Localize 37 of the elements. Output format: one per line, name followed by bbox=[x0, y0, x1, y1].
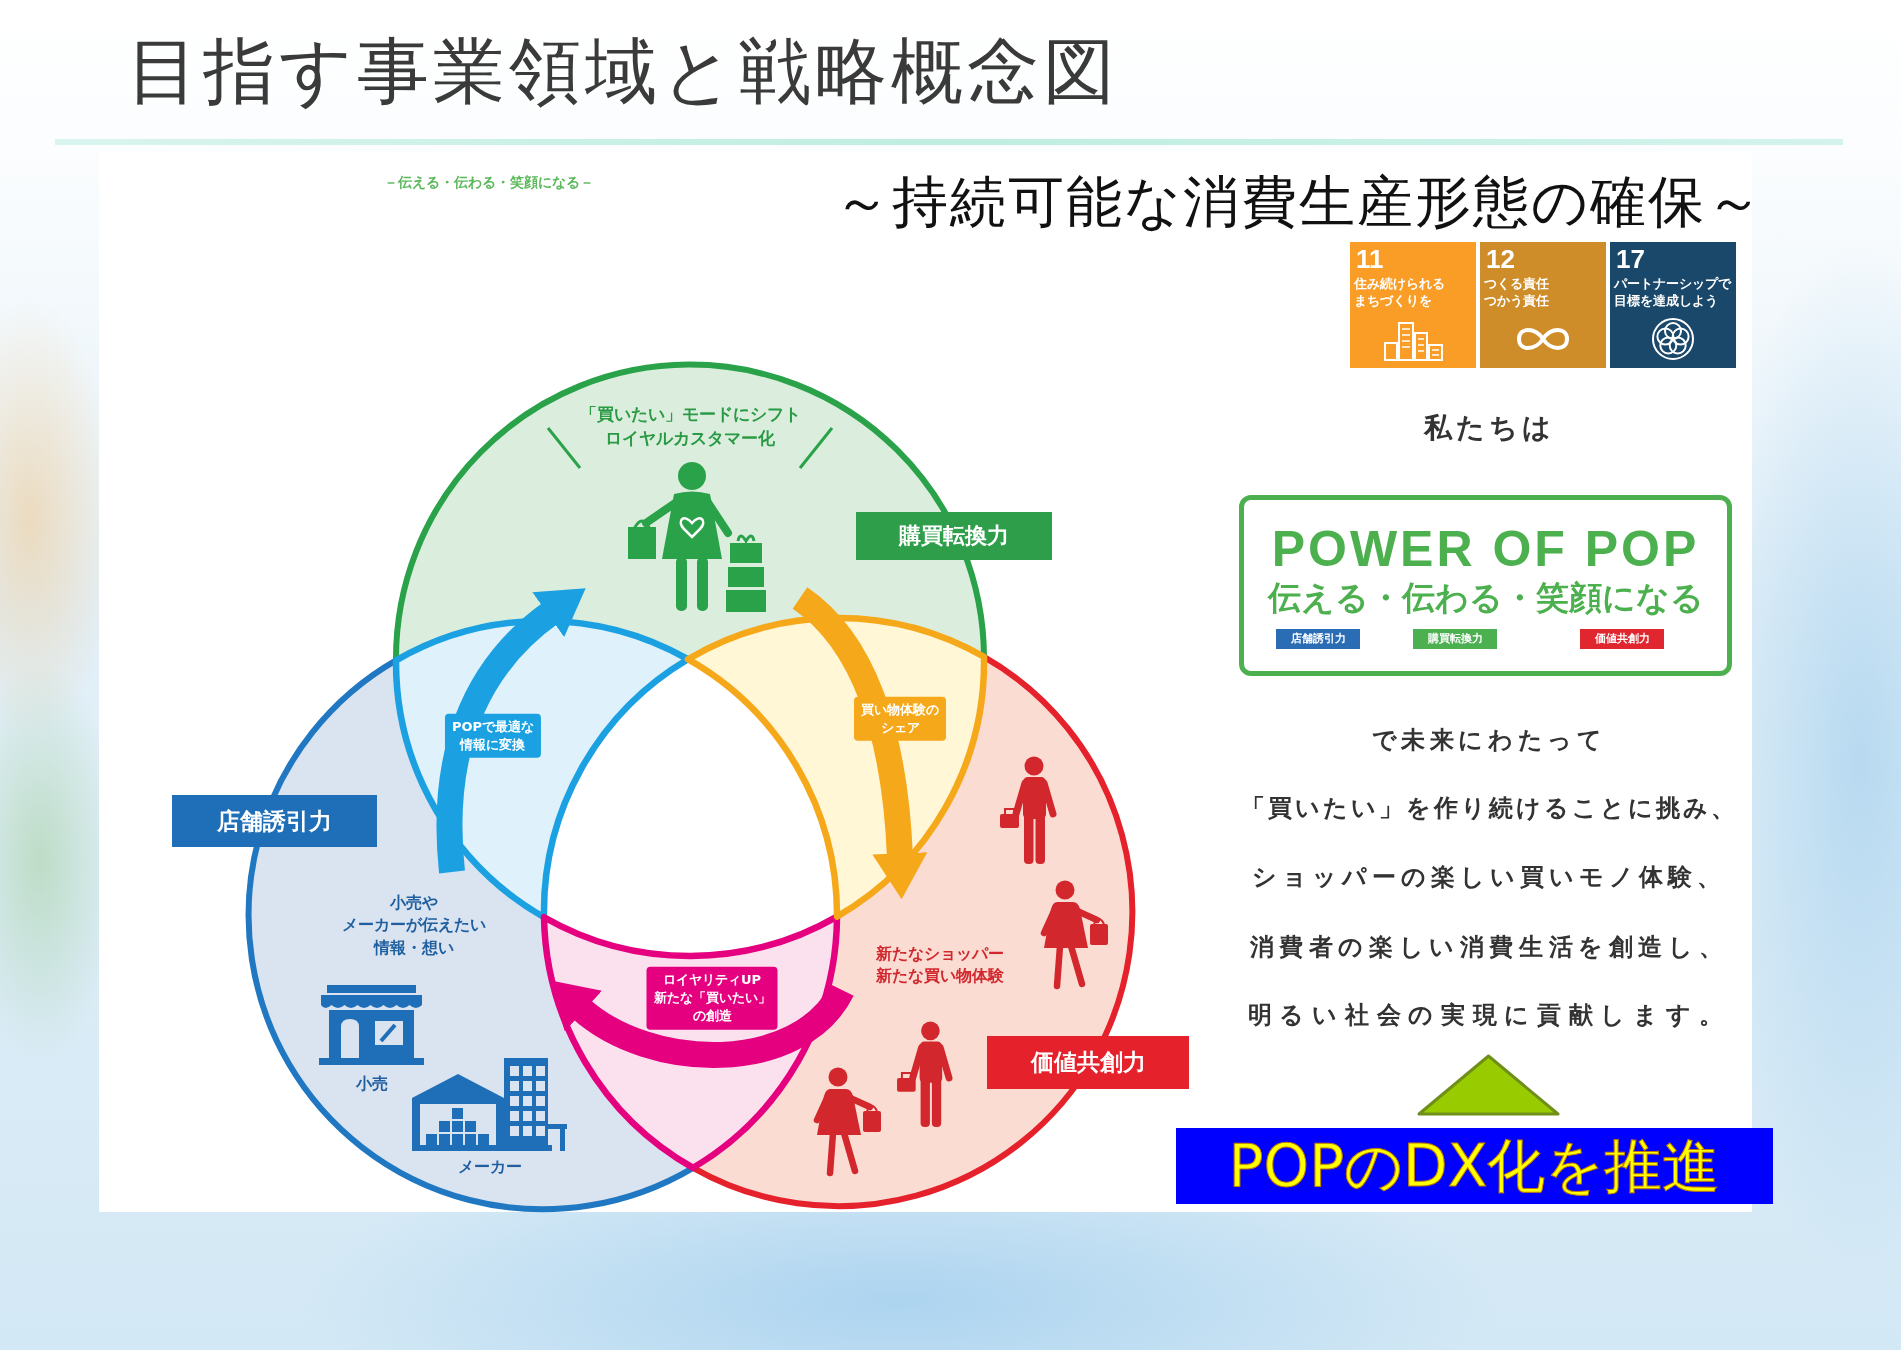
circle-text: 「買いたい」モードにシフトロイヤルカスタマー化 bbox=[579, 403, 801, 450]
goal-badge bbox=[1480, 242, 1606, 368]
highlight-banner: POPのDX化を推進 bbox=[1176, 1128, 1773, 1204]
goal-number: 17 bbox=[1616, 246, 1645, 272]
slogan-box bbox=[1239, 495, 1732, 676]
body-text: 消費者の楽しい消費生活を創造し、 bbox=[1249, 932, 1729, 962]
category-tag: 店舗誘引力 bbox=[1276, 629, 1360, 649]
goal-number: 12 bbox=[1486, 246, 1515, 272]
tagline: －伝える・伝わる・笑顔になる－ bbox=[384, 174, 594, 191]
circle-text: 小売やメーカーが伝えたい情報・想い bbox=[342, 892, 486, 960]
slogan-heading: POWER OF POP bbox=[1271, 522, 1700, 577]
category-tag: 価値共創力 bbox=[987, 1036, 1189, 1089]
body-text: ショッパーの楽しい買いモノ体験、 bbox=[1252, 862, 1726, 892]
intro-text: 私たちは bbox=[1423, 411, 1555, 445]
subtitle: ～持続可能な消費生産形態の確保～ bbox=[834, 168, 1764, 236]
slogan-text: 伝える・伝わる・笑顔になる bbox=[1267, 580, 1704, 617]
goal-badge bbox=[1350, 242, 1476, 368]
category-tag: 購買転換力 bbox=[1413, 629, 1497, 649]
circle-text: メーカー bbox=[458, 1155, 522, 1178]
goal-caption: つくる責任つかう責任 bbox=[1484, 276, 1549, 310]
slide-title: 目指す事業領域と戦略概念図 bbox=[127, 32, 1119, 112]
circle-text: 小売 bbox=[356, 1072, 388, 1095]
body-text: 「買いたい」を作り続けることに挑み、 bbox=[1240, 793, 1738, 823]
circle-text: 新たなショッパー新たな買い物体験 bbox=[876, 942, 1004, 987]
goal-caption: パートナーシップで目標を達成しよう bbox=[1614, 276, 1731, 310]
body-text: で未来にわたって bbox=[1371, 725, 1607, 755]
category-tag: 購買転換力 bbox=[856, 512, 1052, 560]
goal-caption: 住み続けられるまちづくりを bbox=[1354, 276, 1445, 310]
edge-label: POPで最適な情報に変換 bbox=[444, 713, 542, 759]
body-text: 明るい社会の実現に貢献します。 bbox=[1247, 1000, 1731, 1030]
goal-number: 11 bbox=[1356, 246, 1384, 272]
edge-label: 買い物体験のシェア bbox=[854, 696, 946, 742]
category-tag: 店舗誘引力 bbox=[172, 795, 377, 847]
curved-arrow bbox=[792, 587, 928, 900]
category-tag: 価値共創力 bbox=[1580, 629, 1664, 649]
goal-badge bbox=[1610, 242, 1736, 368]
edge-label: ロイヤリティUP新たな「買いたい」の創造 bbox=[646, 966, 778, 1030]
